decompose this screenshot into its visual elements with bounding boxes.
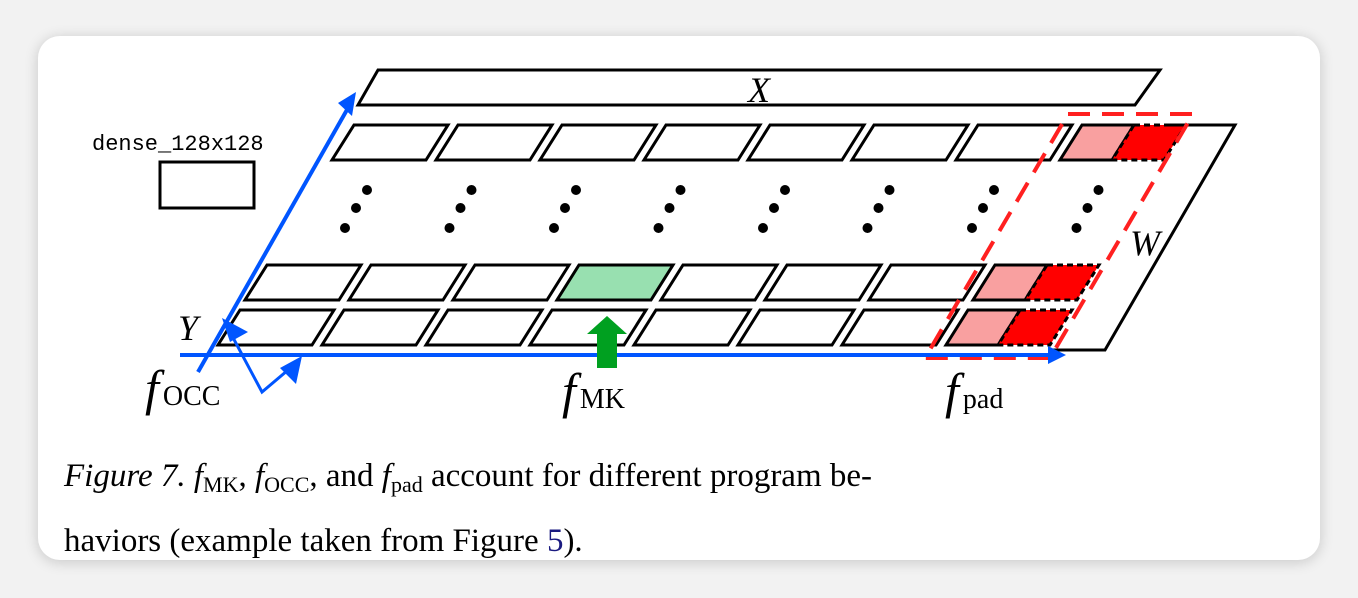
- padding-region-outline: [921, 112, 1197, 360]
- ellipsis-dot: [571, 185, 581, 195]
- y-axis-arrowhead: [338, 92, 356, 116]
- grid-cell: [346, 263, 468, 302]
- grid-cell: [215, 308, 337, 347]
- grid-cell: [242, 263, 364, 302]
- ellipsis-dot: [444, 223, 455, 233]
- grid-cell: [866, 263, 988, 302]
- ellipsis-dot: [978, 203, 988, 213]
- ellipsis-dot: [340, 223, 350, 233]
- mk-highlighted-cell: [554, 263, 676, 302]
- dense-block-legend-box: [158, 160, 256, 210]
- x-axis-label: X: [746, 70, 772, 110]
- w-plane-outline: [1050, 123, 1238, 352]
- x-axis-arrowhead: [1048, 346, 1066, 364]
- f-occ-arrowhead-up: [222, 318, 248, 342]
- ellipsis-dot: [967, 223, 977, 233]
- grid-cell: [329, 123, 451, 162]
- ellipsis-dot: [549, 223, 559, 233]
- ellipsis-dot: [780, 185, 790, 195]
- f-mk-arrow: [587, 316, 627, 368]
- ellipsis-dot: [653, 223, 664, 233]
- ellipsis-dot: [455, 203, 466, 213]
- ellipsis-dot: [675, 185, 686, 195]
- ellipsis-dots: [340, 185, 1104, 233]
- ellipsis-dot: [560, 203, 570, 213]
- grid-cell: [527, 308, 649, 347]
- padding-cell-pad: [1022, 263, 1102, 302]
- grid-cell: [849, 123, 971, 162]
- grid-cells: [215, 123, 1189, 347]
- padding-cell-pad: [995, 308, 1075, 347]
- ellipsis-dot: [1082, 203, 1093, 213]
- ellipsis-dot: [862, 223, 873, 233]
- f-occ-arrows: [228, 331, 295, 395]
- grid-cell: [839, 308, 961, 347]
- w-axis-label: W: [1130, 223, 1163, 263]
- ellipsis-dot: [884, 185, 895, 195]
- grid-cell: [762, 263, 884, 302]
- grid-cell: [745, 123, 867, 162]
- y-axis-line: [196, 107, 350, 373]
- figure-reference-link[interactable]: 5: [546, 523, 564, 559]
- ellipsis-dot: [769, 203, 779, 213]
- x-dimension-bar: [355, 68, 1163, 107]
- ellipsis-dot: [1071, 223, 1082, 233]
- grid-cell: [319, 308, 441, 347]
- caption-figure-label: Figure 7.: [64, 458, 186, 494]
- ellipsis-dot: [362, 185, 372, 195]
- grid-cell: [658, 263, 780, 302]
- ellipsis-dot: [664, 203, 675, 213]
- ellipsis-dot: [758, 223, 768, 233]
- f-occ-arrowhead-right: [280, 356, 302, 384]
- ellipsis-dot: [466, 185, 477, 195]
- ellipsis-dot: [1093, 185, 1104, 195]
- grid-cell: [423, 308, 545, 347]
- grid-cell: [450, 263, 572, 302]
- grid-cell: [641, 123, 763, 162]
- dense-block-label: dense_128x128: [92, 132, 264, 157]
- ellipsis-dot: [873, 203, 884, 213]
- y-axis-label: Y: [178, 308, 202, 348]
- grid-cell: [631, 308, 753, 347]
- ellipsis-dot: [351, 203, 361, 213]
- figure-caption: Figure 7. fMK, fOCC, and fpad account fo…: [64, 458, 873, 559]
- grid-cell: [537, 123, 659, 162]
- grid-cell: [735, 308, 857, 347]
- grid-cell: [433, 123, 555, 162]
- grid-cell: [953, 123, 1075, 162]
- ellipsis-dot: [989, 185, 999, 195]
